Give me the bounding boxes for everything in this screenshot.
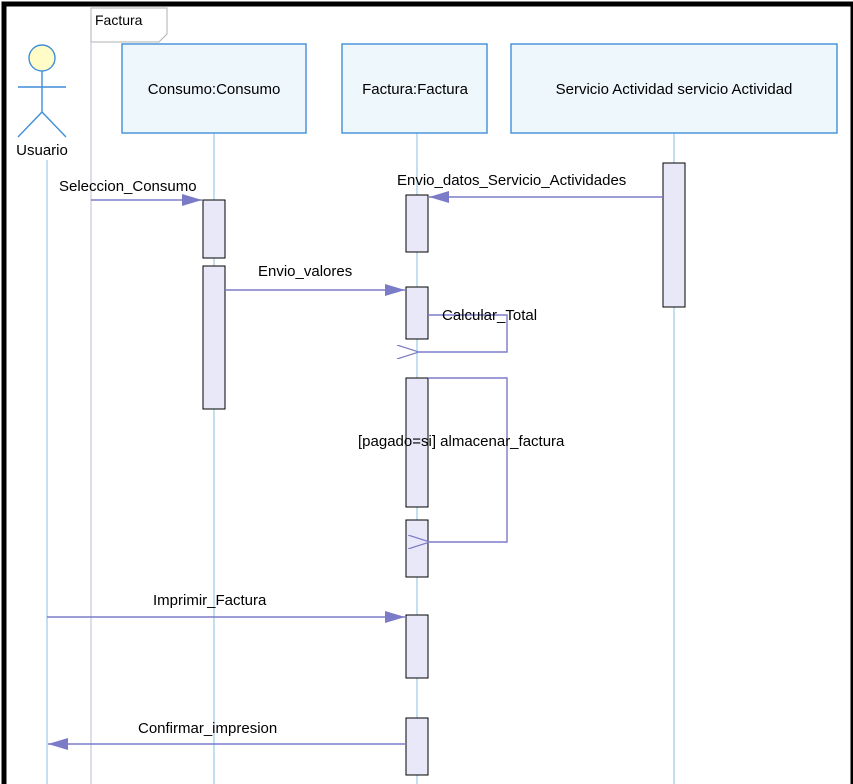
- stick-figure-icon: [17, 44, 67, 138]
- activation-consumo-2: [202, 265, 226, 410]
- frame-label: Factura: [95, 12, 143, 28]
- frame-tab: [90, 7, 168, 43]
- activation-factura-3: [405, 377, 429, 508]
- message-arrow-almacenar-factura: [428, 377, 508, 542]
- message-label-envio-datos: Envio_datos_Servicio_Actividades: [397, 172, 626, 189]
- message-label-almacenar-factura: [pagado=si] almacenar_factura: [358, 433, 565, 450]
- message-label-envio-valores: Envio_valores: [258, 263, 352, 280]
- activation-factura-1: [405, 194, 429, 253]
- activation-factura-2: [405, 286, 429, 340]
- activation-factura-5: [405, 614, 429, 679]
- message-label-confirmar-impresion: Confirmar_impresion: [138, 720, 277, 737]
- activation-factura-6: [405, 717, 429, 776]
- lifeline-header-factura: [341, 43, 488, 134]
- message-label-imprimir-factura: Imprimir_Factura: [153, 592, 267, 609]
- lifeline-header-consumo: [121, 43, 307, 134]
- message-label-seleccion-consumo: Seleccion_Consumo: [59, 178, 197, 195]
- lifeline-header-servicio: [510, 43, 838, 134]
- activation-servicio-1: [662, 162, 686, 308]
- message-arrow-calcular-total: [419, 314, 508, 352]
- lifeline-label-servicio: Servicio Actividad servicio Actividad: [556, 81, 793, 98]
- activation-factura-4: [405, 519, 429, 578]
- lifeline-label-consumo: Consumo:Consumo: [148, 81, 281, 98]
- message-label-calcular-total: Calcular_Total: [442, 307, 537, 324]
- actor-label: Usuario: [16, 142, 68, 159]
- lifeline-label-factura: Factura:Factura: [362, 81, 469, 98]
- activation-consumo-1: [202, 199, 226, 259]
